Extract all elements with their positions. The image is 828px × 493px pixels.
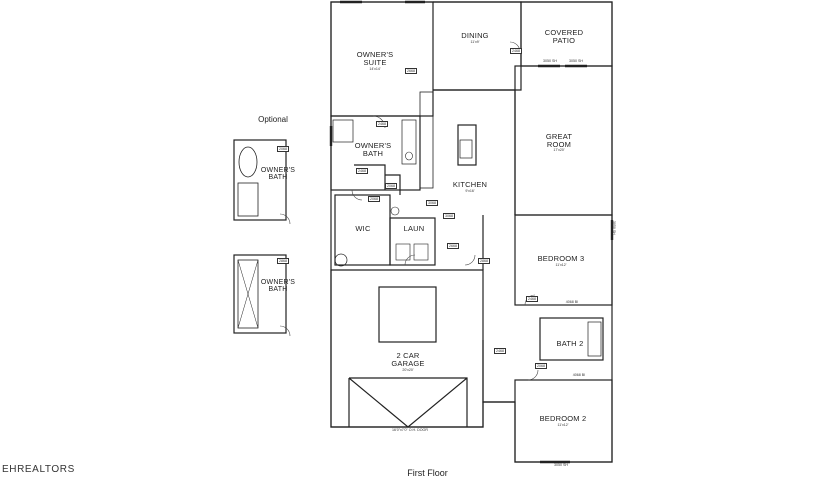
- bed2-window-label: 3050 SH: [554, 463, 568, 467]
- optional-bath-a-label: OWNER'S BATH: [260, 167, 296, 182]
- dining-label: DINING: [461, 31, 489, 40]
- door-tag: 3068: [426, 200, 438, 207]
- bath2-walls: [539, 317, 604, 361]
- patio-window-label: 3050 SH: [569, 59, 583, 63]
- optional-bath-b: [233, 254, 287, 334]
- sink-bath: [405, 151, 413, 161]
- kitchen-dim: 9'x16': [465, 189, 475, 193]
- dining-dim: 11'x9': [470, 40, 480, 44]
- bedroom2-label: BEDROOM 2: [539, 414, 587, 423]
- bedroom3-dim: 11'x12': [555, 263, 567, 267]
- bed3-closet-label: 4068 BI: [565, 300, 579, 304]
- floor-caption: First Floor: [407, 468, 448, 478]
- garage-walls: [330, 269, 484, 428]
- door-tag: 2468: [356, 168, 368, 175]
- kitchen-sink: [459, 139, 473, 159]
- owners-suite-label: OWNER'S SUITE: [356, 50, 394, 67]
- owners-suite-dim: 14'x14': [369, 67, 381, 71]
- toilet: [390, 206, 400, 216]
- great-room-dim: 17'x20': [553, 148, 565, 152]
- dryer: [413, 243, 429, 261]
- door-tag: 2068: [277, 146, 289, 153]
- door-tag: 2468: [494, 348, 506, 355]
- bath2-label: BATH 2: [556, 339, 584, 348]
- kitchen-counter: [419, 91, 434, 189]
- tub: [332, 119, 354, 143]
- bedroom2-dim: 11'x12': [557, 423, 569, 427]
- vanity: [401, 119, 417, 165]
- dining-walls: [433, 1, 522, 91]
- garage-door: [348, 377, 468, 428]
- door-tag: 3068: [443, 213, 455, 220]
- hall-walls: [482, 215, 515, 403]
- door-tag: 2468: [376, 121, 388, 128]
- kitchen-island: [457, 124, 477, 166]
- optional-bath-b-label: OWNER'S BATH: [260, 279, 296, 294]
- kitchen-label: KITCHEN: [452, 180, 488, 189]
- owners-bath-label: OWNER'S BATH: [354, 141, 392, 158]
- door-tag: 2468: [510, 48, 522, 55]
- bedroom3-label: BEDROOM 3: [537, 254, 585, 263]
- laundry-walls: [389, 217, 436, 266]
- door-tag: 2068: [368, 196, 380, 203]
- door-tag: 2468: [526, 296, 538, 303]
- brand-logo: EHREALTORS: [2, 464, 75, 475]
- kitchen-walls: [433, 89, 516, 215]
- door-tag: 2668: [447, 243, 459, 250]
- great-window-label: 3050 SH: [611, 220, 616, 235]
- washer: [395, 243, 411, 261]
- optional-shower-a: [237, 182, 259, 217]
- door-tag: 2868: [277, 258, 289, 265]
- door-tag: 2068: [385, 183, 397, 190]
- laun-label: LAUN: [403, 224, 425, 233]
- optional-tub: [238, 146, 258, 178]
- wic-label: WIC: [355, 224, 371, 233]
- covered-patio-label: COVERED PATIO: [544, 28, 584, 45]
- garage-dim: 20'x20': [402, 368, 414, 372]
- bedroom3-walls: [514, 214, 613, 306]
- bath2-tub: [587, 321, 602, 357]
- door-tag: 2668: [405, 68, 417, 75]
- garage-door-label: 16'0"x7'0" O.H. DOOR: [392, 428, 428, 432]
- door-tag: 2868: [478, 258, 490, 265]
- garage-label: 2 CAR GARAGE: [391, 351, 425, 368]
- optional-bath-a: [233, 139, 287, 221]
- patio-window-label: 3050 SH: [543, 59, 557, 63]
- optional-shower-hatch: [237, 259, 259, 329]
- water-heater: [334, 253, 348, 267]
- garage-storage: [378, 286, 437, 343]
- optional-shower-b: [237, 259, 259, 329]
- great-room-label: GREAT ROOM: [545, 132, 573, 149]
- bed2-closet-label: 4068 BI: [572, 373, 586, 377]
- bath-walls-inner: [354, 164, 401, 195]
- door-tag: 2068: [535, 363, 547, 370]
- optional-title: Optional: [258, 115, 288, 124]
